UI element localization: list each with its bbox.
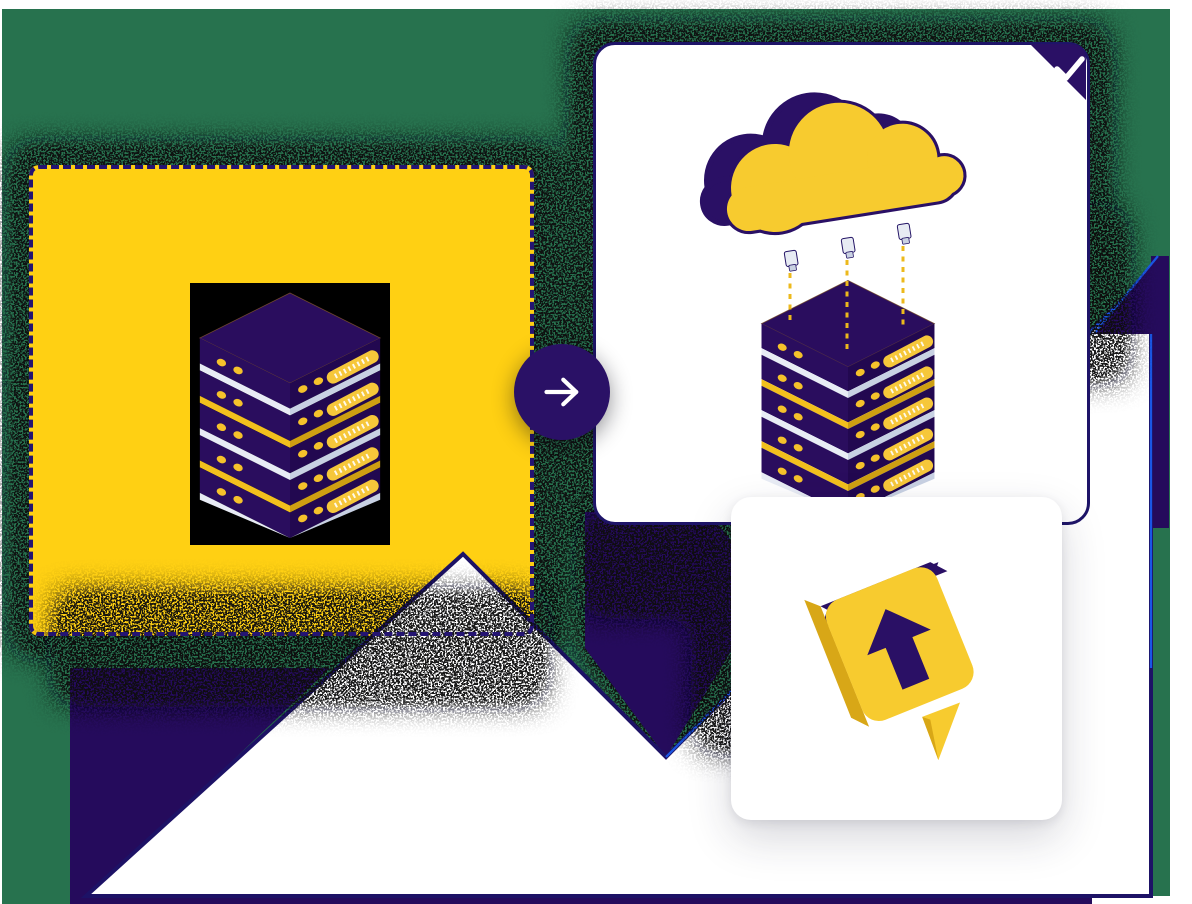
- check-icon: [1030, 44, 1086, 100]
- arrow-right-icon: [544, 377, 579, 407]
- purple-bottom-strip: [70, 893, 1092, 904]
- green-background-foot: [2, 896, 70, 904]
- upload-card: [731, 497, 1062, 820]
- cloud-card: [593, 42, 1090, 525]
- cloud-upload-illustration: [596, 45, 1087, 522]
- purple-block-left: [70, 668, 330, 900]
- server-panel: [190, 283, 390, 545]
- cloud-icon: [689, 73, 968, 243]
- upload-connection-lines: [783, 222, 912, 353]
- up-arrow-icon: [867, 609, 931, 690]
- upload-bubble-icon: [804, 562, 974, 761]
- highlight-box: [29, 165, 534, 636]
- transfer-arrow-circle: [514, 344, 610, 440]
